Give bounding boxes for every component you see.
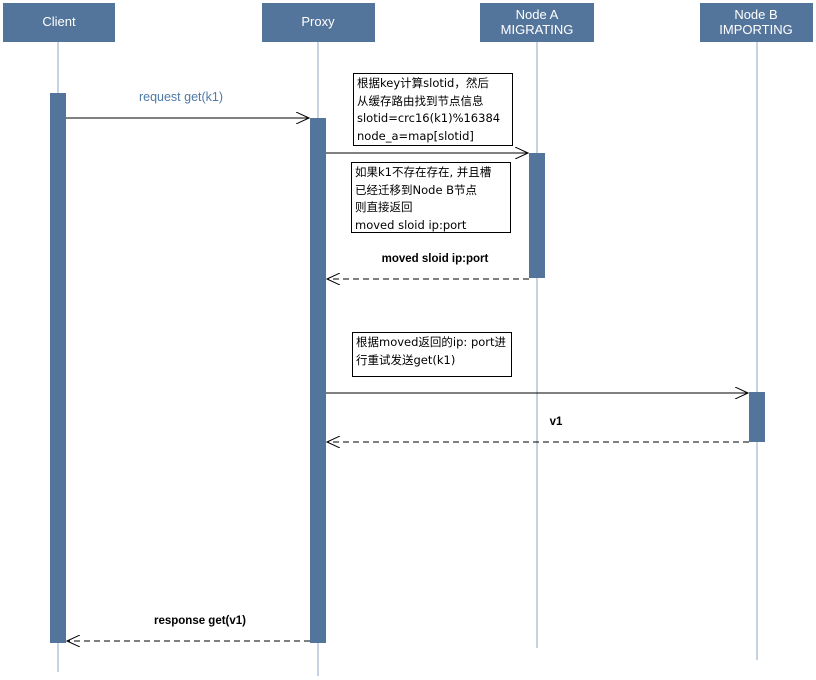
note-line: 已经迁移到Node B节点 [355,182,478,197]
header-node-a-line2: MIGRATING [501,22,574,37]
note-line: slotid=crc16(k1)%16384 [357,111,501,125]
note-line: 根据moved返回的ip: port进 [356,335,507,349]
header-node-b-line2: IMPORTING [719,22,792,37]
note-retry: 根据moved返回的ip: port进 行重试发送get(k1) [352,332,512,377]
label-v1: v1 [550,416,563,428]
activation-node-b [749,392,765,442]
note-line: 则直接返回 [355,200,413,214]
note-moved-check: 如果k1不存在存在, 并且槽 已经迁移到Node B节点 则直接返回 moved… [351,162,511,233]
note-line: 从缓存路由找到节点信息 [357,93,484,108]
activation-node-a [529,153,545,278]
activation-proxy [310,118,326,643]
header-proxy [262,3,375,42]
activation-client [50,93,66,643]
header-proxy-label: Proxy [301,14,335,29]
header-node-b-line1: Node B [734,7,777,22]
header-node-a-line1: Node A [516,7,559,22]
header-client-label: Client [42,14,76,29]
note-line: node_a=map[slotid] [357,128,474,143]
header-client [3,3,115,42]
note-line: 根据key计算slotid，然后 [357,76,489,90]
label-moved: moved sloid ip:port [382,253,489,265]
header-node-a [480,3,594,42]
note-compute-slot: 根据key计算slotid，然后 从缓存路由找到节点信息 slotid=crc1… [353,73,513,146]
note-line: 行重试发送get(k1) [356,352,456,367]
note-line: 如果k1不存在存在, 并且槽 [355,165,492,179]
label-request: request get(k1) [139,90,223,104]
note-line: moved sloid ip:port [355,217,467,232]
label-response: response get(v1) [154,615,246,627]
header-node-b [700,3,813,42]
